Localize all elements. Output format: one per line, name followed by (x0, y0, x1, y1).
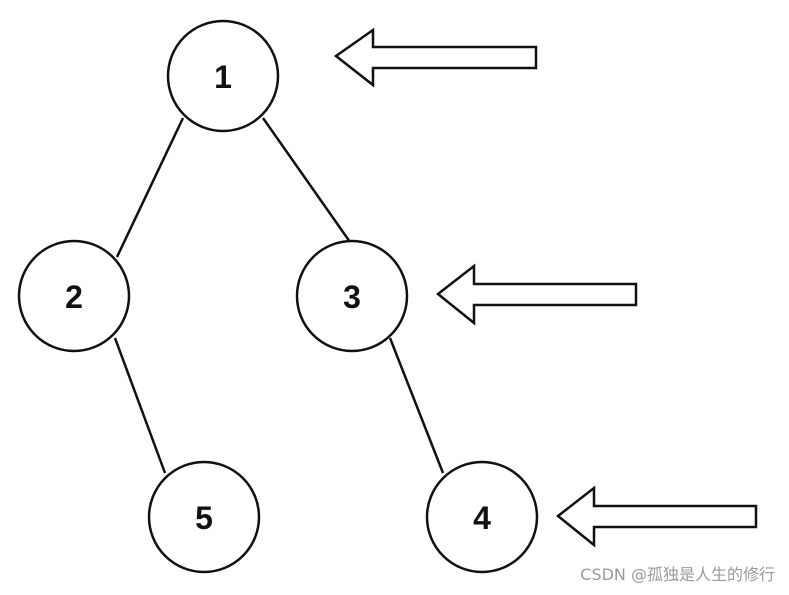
left-arrow-icon (555, 485, 758, 548)
watermark-text: CSDN @孤独是人生的修行 (580, 565, 775, 584)
left-arrow-icon (333, 27, 538, 88)
edge-2-5 (113, 337, 167, 474)
edge-1-3 (261, 117, 352, 243)
node-label: 3 (343, 279, 361, 315)
tree-node-2: 2 (17, 239, 131, 353)
node-label: 5 (195, 500, 213, 536)
node-circle (17, 239, 131, 353)
tree-node-5: 5 (147, 460, 261, 574)
left-arrow-icon (435, 263, 638, 326)
node-circle (425, 460, 539, 574)
node-label: 1 (214, 59, 232, 95)
node-circle (147, 460, 261, 574)
tree-node-3: 3 (295, 239, 409, 353)
node-label: 2 (65, 279, 83, 315)
node-circle (166, 19, 280, 133)
tree-node-1: 1 (166, 19, 280, 133)
node-circle (295, 239, 409, 353)
edge-3-4 (388, 337, 445, 474)
edge-1-2 (115, 117, 185, 258)
node-label: 4 (473, 500, 491, 536)
tree-node-4: 4 (425, 460, 539, 574)
